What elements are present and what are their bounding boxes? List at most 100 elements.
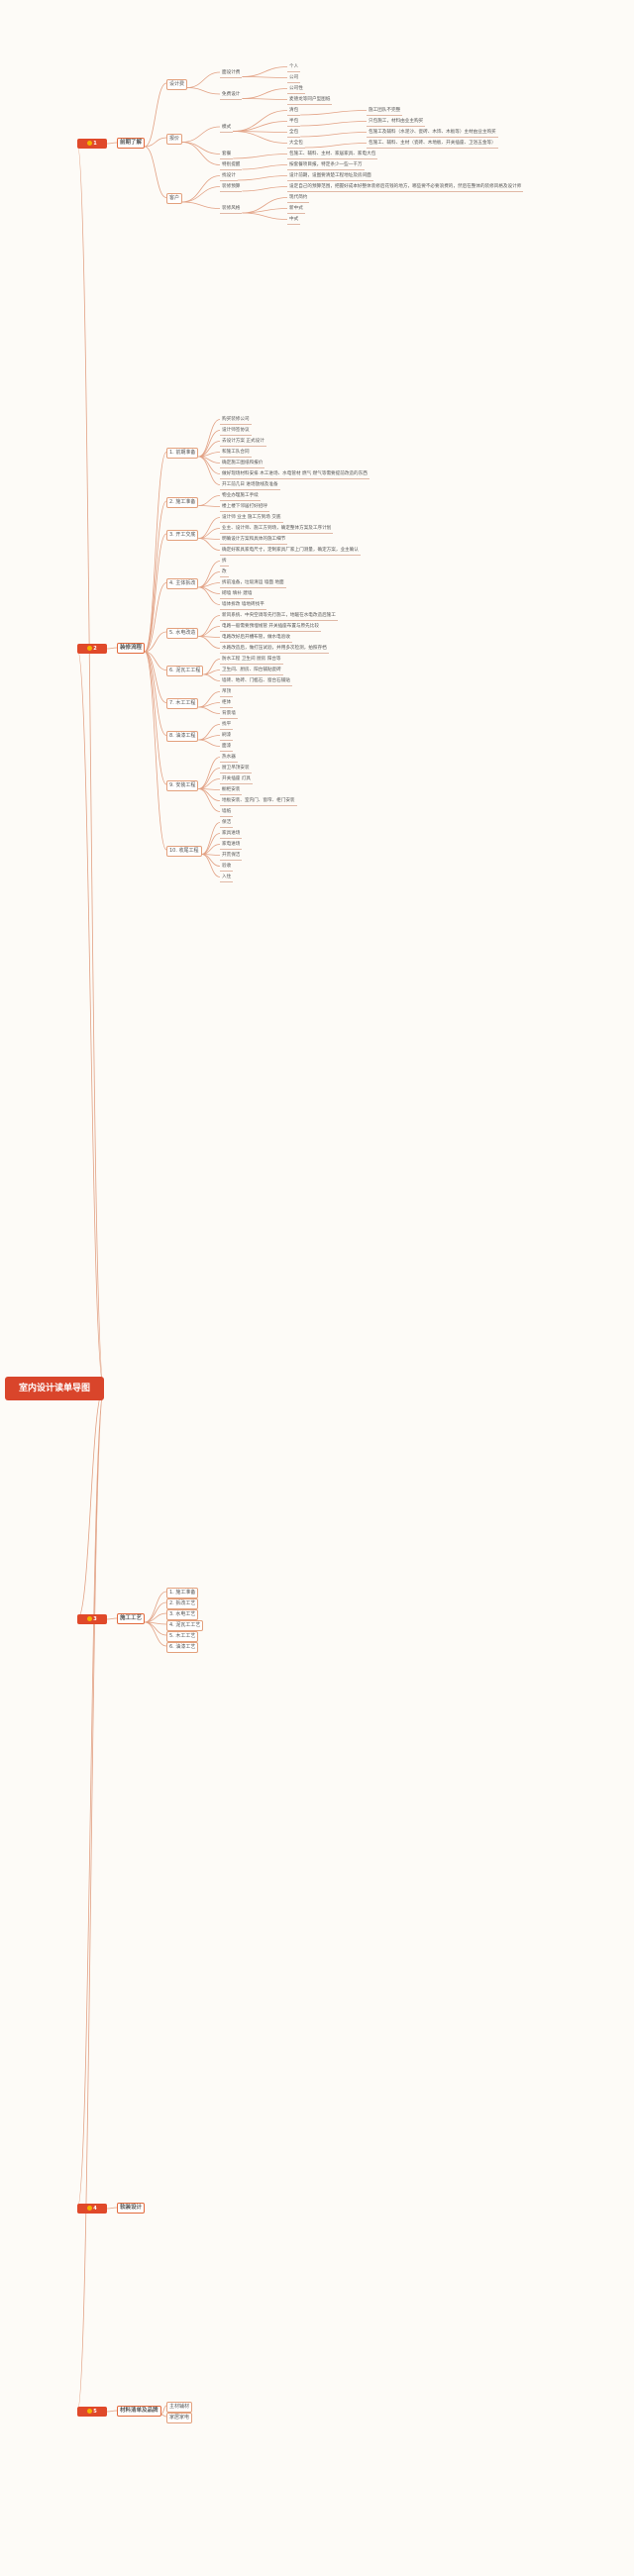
subtopic-node[interactable]: 装修预算 xyxy=(220,182,243,192)
subtopic-node[interactable]: 明确设计方案和具体的施工细节 xyxy=(220,535,288,545)
subtopic-node[interactable]: 麦德龙等同户型图纸 xyxy=(287,95,333,105)
branch-number: 1 xyxy=(93,141,97,147)
subtopic-node[interactable]: 找设计 xyxy=(220,171,238,181)
subtopic-node[interactable]: 设计师签协议 xyxy=(220,426,252,436)
subtopic-node[interactable]: 墙纸 xyxy=(220,807,234,817)
subtopic-node[interactable]: 卫生间、厨房、阳台铺贴瓷砖 xyxy=(220,666,283,675)
subtopic-node[interactable]: 只包施工，材料由业主购买 xyxy=(367,117,426,127)
topic-node[interactable]: 2. 施工准备 xyxy=(166,496,199,508)
subtopic-node[interactable]: 保洁 xyxy=(220,818,234,828)
subtopic-node[interactable]: 家电进场 xyxy=(220,840,243,850)
subtopic-node[interactable]: 热水器 xyxy=(220,753,238,763)
connector-line xyxy=(187,87,221,95)
subtopic-node[interactable]: 做好现场材料安排 木工进场、水电管材 燃气 燃气等需要提前改造的东西 xyxy=(220,469,370,479)
topic-node[interactable]: 3. 水电工艺 xyxy=(166,1608,199,1620)
subtopic-node[interactable]: 包施工及辅料（水泥沙、瓷砖、木饰、木板等）主材由业主购买 xyxy=(367,128,498,138)
branch-node[interactable]: 软装设计 xyxy=(117,2203,146,2214)
subtopic-node[interactable]: 背景墙 xyxy=(220,709,238,719)
subtopic-node[interactable]: 面设计费 xyxy=(220,68,243,78)
topic-node[interactable]: 客户 xyxy=(166,193,183,204)
subtopic-node[interactable]: 设计前期，设图要清楚工程地址及房间面 xyxy=(287,171,373,181)
subtopic-node[interactable]: 特别提醒 xyxy=(220,160,243,170)
subtopic-node[interactable]: 现代简约 xyxy=(287,193,310,203)
subtopic-node[interactable]: 业主、设计师、施工方到场，确定整体方案及工序计划 xyxy=(220,524,334,534)
subtopic-node[interactable]: 开关插座 灯具 xyxy=(220,774,254,784)
subtopic-node[interactable]: 免费设计 xyxy=(220,90,243,100)
subtopic-node[interactable]: 电路一般需要预埋线管 开关插座布置与原先比较 xyxy=(220,622,321,632)
subtopic-node[interactable]: 确定好家具家电尺寸，定制家具厂家上门测量，确定方案，业主确认 xyxy=(220,546,361,556)
topic-node[interactable]: 9. 安装工程 xyxy=(166,779,199,791)
subtopic-node[interactable]: 开工前几日 进场放线及准备 xyxy=(220,480,280,490)
topic-node[interactable]: 主材辅材 xyxy=(166,2401,193,2413)
subtopic-node[interactable]: 个人 xyxy=(287,62,301,72)
subtopic-node[interactable]: 中式 xyxy=(287,215,301,225)
branch-node[interactable]: 施工工艺 xyxy=(117,1613,146,1624)
subtopic-node[interactable]: 施工团队不完整 xyxy=(367,106,403,116)
subtopic-node[interactable]: 全包 xyxy=(287,128,301,138)
connector-line xyxy=(144,1591,167,1623)
subtopic-node[interactable]: 防水工程 卫生间 厨房 阳台等 xyxy=(220,655,283,665)
topic-node[interactable]: 10. 收尾工程 xyxy=(166,845,202,857)
subtopic-node[interactable]: 面漆 xyxy=(220,742,234,752)
subtopic-node[interactable]: 半包 xyxy=(287,117,301,127)
subtopic-node[interactable]: 包施工、辅料、主材、家居家具、家电大包 xyxy=(287,150,378,159)
subtopic-node[interactable]: 设定自己的预算范围，把握好成本好整体装修后花钱的地方，哪些要不必要浪费的，然后在… xyxy=(287,182,524,192)
subtopic-node[interactable]: 橱柜安装 xyxy=(220,785,243,795)
subtopic-node[interactable]: 按套餐项目报，特定条少一些一千万 xyxy=(287,160,365,170)
subtopic-node[interactable]: 确定施工图纸和报价 xyxy=(220,459,265,468)
subtopic-node[interactable]: 套餐 xyxy=(220,150,234,159)
subtopic-node[interactable]: 地板安装、室内门、窗帘、柜门安装 xyxy=(220,796,297,806)
topic-node[interactable]: 设计费 xyxy=(166,78,188,90)
subtopic-node[interactable]: 电路改好后开槽布管，做水电验收 xyxy=(220,633,292,643)
subtopic-node[interactable]: 包施工、辅料、主材（瓷砖、木地板、开关插座、卫浴五金等） xyxy=(367,139,498,149)
subtopic-node[interactable]: 柜体 xyxy=(220,698,234,708)
topic-node[interactable]: 6. 油漆工艺 xyxy=(166,1641,199,1653)
subtopic-node[interactable]: 模式 xyxy=(220,123,234,133)
subtopic-node[interactable]: 改 xyxy=(220,567,229,577)
subtopic-node[interactable]: 新中式 xyxy=(287,204,305,214)
subtopic-node[interactable]: 入住 xyxy=(220,873,234,882)
subtopic-node[interactable]: 开荒保洁 xyxy=(220,851,243,861)
subtopic-node[interactable]: 墙砖、地砖、门槛石、窗台石铺贴 xyxy=(220,676,292,686)
subtopic-node[interactable]: 公司 xyxy=(287,73,301,83)
subtopic-node[interactable]: 拆前准备，垃圾清运 墙面 地面 xyxy=(220,578,286,588)
subtopic-node[interactable]: 墙体拆改 墙地砖找平 xyxy=(220,600,266,610)
topic-node[interactable]: 1. 施工准备 xyxy=(166,1587,199,1598)
subtopic-node[interactable]: 清包 xyxy=(287,106,301,116)
topic-node[interactable]: 家居家电 xyxy=(166,2412,193,2423)
subtopic-node[interactable]: 物业办理施工手续 xyxy=(220,491,261,501)
branch-node[interactable]: 材料清单及品牌 xyxy=(117,2406,161,2417)
subtopic-node[interactable]: 砌墙 填补 建墙 xyxy=(220,589,255,599)
topic-node[interactable]: 2. 拆改工艺 xyxy=(166,1597,199,1609)
subtopic-node[interactable]: 公司性 xyxy=(287,84,305,94)
subtopic-node[interactable]: 和施工队合同 xyxy=(220,448,252,458)
topic-node[interactable]: 8. 油漆工程 xyxy=(166,731,199,742)
subtopic-node[interactable]: 验收 xyxy=(220,862,234,872)
topic-node[interactable]: 6. 泥瓦工工程 xyxy=(166,666,204,676)
root-node[interactable]: 室内设计读单导图 xyxy=(5,1377,104,1400)
topic-node[interactable]: 报价 xyxy=(166,133,183,145)
subtopic-node[interactable]: 设计师 业主 施工方到场 交底 xyxy=(220,513,283,523)
subtopic-node[interactable]: 家具进场 xyxy=(220,829,243,839)
subtopic-node[interactable]: 吊顶 xyxy=(220,687,234,697)
topic-node[interactable]: 3. 开工交底 xyxy=(166,529,199,541)
topic-node[interactable]: 1. 前期准备 xyxy=(166,448,199,459)
subtopic-node[interactable]: 厨卫吊顶安装 xyxy=(220,764,252,773)
subtopic-node[interactable]: 大全包 xyxy=(287,139,305,149)
topic-node[interactable]: 4. 主体拆改 xyxy=(166,578,199,589)
subtopic-node[interactable]: 装修风格 xyxy=(220,204,243,214)
subtopic-node[interactable]: 水路改造后，做打压试验，并用多次检测，拍照存档 xyxy=(220,644,329,654)
subtopic-node[interactable]: 去设计方案 正式设计 xyxy=(220,437,266,447)
branch-node[interactable]: 前期了解 xyxy=(117,138,146,149)
branch-node[interactable]: 装修流程 xyxy=(117,643,146,654)
subtopic-node[interactable]: 购买装修公司 xyxy=(220,415,252,425)
topic-node[interactable]: 5. 木工工艺 xyxy=(166,1630,199,1642)
subtopic-node[interactable]: 找平 xyxy=(220,720,234,730)
topic-node[interactable]: 7. 木工工程 xyxy=(166,698,199,709)
subtopic-node[interactable]: 刷漆 xyxy=(220,731,234,741)
subtopic-node[interactable]: 楼上楼下邻居打好招呼 xyxy=(220,502,269,512)
subtopic-node[interactable]: 拆 xyxy=(220,557,229,567)
subtopic-node[interactable]: 新风系统、中央空调等先行施工，地暖在水电改造后施工 xyxy=(220,611,338,621)
topic-node[interactable]: 5. 水电改造 xyxy=(166,627,199,639)
topic-node[interactable]: 4. 泥瓦工工艺 xyxy=(166,1619,204,1631)
